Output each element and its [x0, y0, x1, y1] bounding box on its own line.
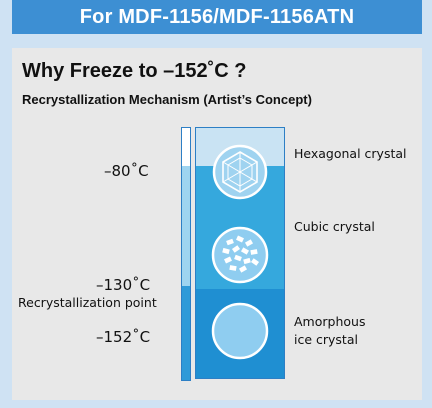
temp-label-minus130: –130˚C [96, 276, 151, 294]
page-title: Why Freeze to –152˚C ? [22, 60, 247, 82]
page-header: For MDF-1156/MDF-1156ATN [12, 0, 422, 34]
thermometer-bar [181, 127, 191, 381]
hexagonal-crystal-icon [212, 144, 268, 200]
amorphous-crystal-label-line1: Amorphous [294, 314, 366, 329]
hexagonal-crystal-label: Hexagonal crystal [294, 146, 407, 161]
recrystallization-point-label: Recrystallization point [18, 295, 157, 310]
header-title: For MDF-1156/MDF-1156ATN [79, 5, 355, 28]
amorphous-crystal-icon [211, 302, 269, 360]
thermometer-segment-mid [182, 166, 190, 286]
thermometer-segment-bottom [182, 286, 190, 380]
temp-label-minus152: –152˚C [96, 328, 151, 346]
page-subtitle: Recrystallization Mechanism (Artist’s Co… [22, 92, 312, 107]
cubic-crystal-label: Cubic crystal [294, 219, 375, 234]
temp-label-minus80: –80˚C [104, 162, 149, 180]
cubic-crystal-icon [211, 226, 269, 284]
thermometer-segment-top [182, 128, 190, 166]
amorphous-crystal-label-line2: ice crystal [294, 332, 358, 347]
